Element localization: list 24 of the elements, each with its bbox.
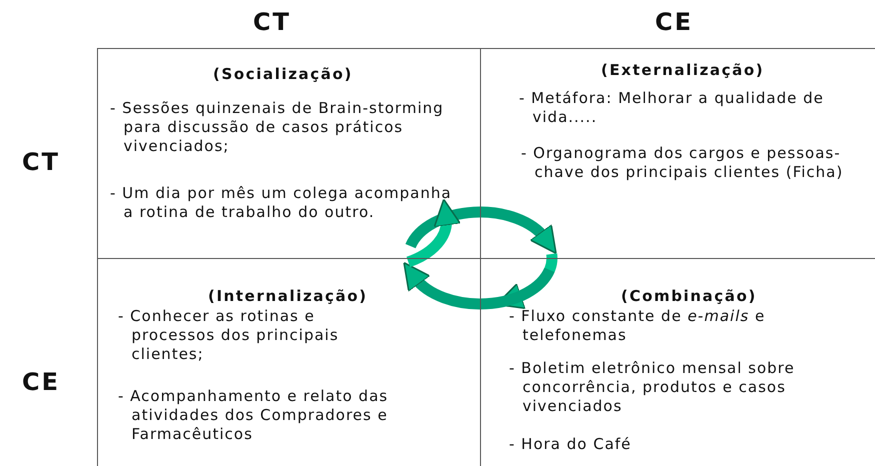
bullet-text: - Conhecer as rotinas e processos dos principais clientes;	[118, 307, 340, 364]
bullet-text: - Organograma dos cargos e pessoas-chave dos principais clientes (Ficha)	[521, 144, 844, 182]
bullet-text: - Hora do Café	[509, 435, 632, 454]
matrix-quadrant	[97, 258, 480, 466]
bullet-text: - Boletim eletrônico mensal sobre concorrência, produtos e casos vivenciados	[509, 359, 796, 416]
bullet-text: - Sessões quinzenais de Brain-storming para discussão de casos práticos vivenciados;	[110, 99, 445, 156]
matrix-quadrant	[480, 48, 875, 258]
column-header: CE	[655, 8, 694, 36]
cycle-arrow	[402, 262, 554, 310]
row-header: CT	[22, 148, 60, 176]
cycle-arrow	[406, 198, 460, 268]
cycle-arrow	[406, 206, 558, 254]
bullet-text: - Metáfora: Melhorar a qualidade de vida.....	[519, 89, 825, 127]
matrix-quadrant	[97, 48, 480, 258]
matrix-quadrant	[480, 258, 875, 466]
quadrant-heading: (Externalização)	[601, 61, 764, 79]
quadrant-heading: (Internalização)	[208, 287, 368, 305]
row-header: CE	[22, 368, 60, 396]
quadrant-heading: (Combinação)	[621, 287, 757, 305]
column-header: CT	[253, 8, 291, 36]
bullet-text: - Um dia por mês um colega acompanha a rotina de trabalho do outro.	[110, 184, 453, 222]
quadrant-heading: (Socialização)	[213, 65, 353, 83]
bullet-text: - Fluxo constante de e-mails e telefonemas	[509, 307, 766, 345]
bullet-text: - Acompanhamento e relato das atividades dos Compradores e Farmacêuticos	[118, 387, 390, 444]
